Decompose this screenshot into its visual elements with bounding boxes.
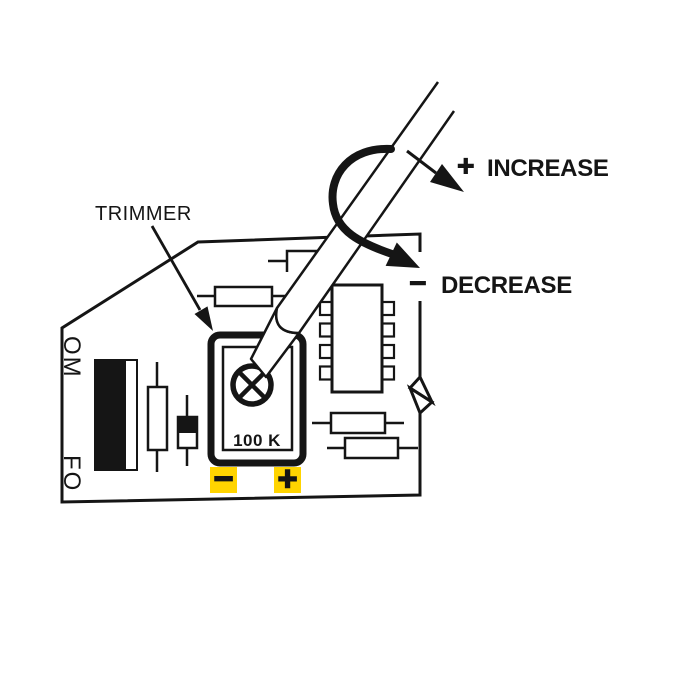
trimmer-callout-label: TRIMMER <box>95 203 192 225</box>
phillips-cross-icon <box>236 369 268 401</box>
board-edge-zigzag <box>407 301 435 495</box>
trimmer-value-label: 100 K <box>233 431 281 450</box>
decrease-rotation-arrow-icon <box>328 144 420 268</box>
minus-icon: − <box>214 460 234 498</box>
increase-text: INCREASE <box>487 155 609 182</box>
polarity-negative-marker: − <box>210 459 237 499</box>
silkscreen-top-text: OM <box>58 336 85 379</box>
ic-body <box>330 283 384 394</box>
increase-label: + INCREASE <box>457 150 610 184</box>
pointer-arrow-icon <box>150 225 213 331</box>
ic-pins-left <box>318 300 335 381</box>
decrease-text: DECREASE <box>441 272 572 299</box>
bottom-resistor-2 <box>327 436 418 460</box>
diode <box>176 395 199 466</box>
increase-sign: + <box>457 150 475 183</box>
decrease-label: − DECREASE <box>409 267 573 301</box>
decrease-sign: − <box>409 267 427 300</box>
silkscreen-bottom-text: FO <box>58 455 85 492</box>
capacitor <box>94 359 138 471</box>
ic-chip <box>318 283 396 394</box>
bottom-resistor-1 <box>312 411 404 435</box>
plus-icon: + <box>278 460 298 498</box>
vertical-resistor <box>146 362 169 472</box>
increase-direction-arrow-icon <box>406 149 464 192</box>
screwdriver-shaft-fill <box>276 82 454 333</box>
polarity-positive-marker: + <box>274 459 301 499</box>
trimmer-component: 100 K <box>207 331 307 467</box>
ic-pins-right <box>379 300 396 381</box>
screwdriver-icon <box>249 81 456 379</box>
